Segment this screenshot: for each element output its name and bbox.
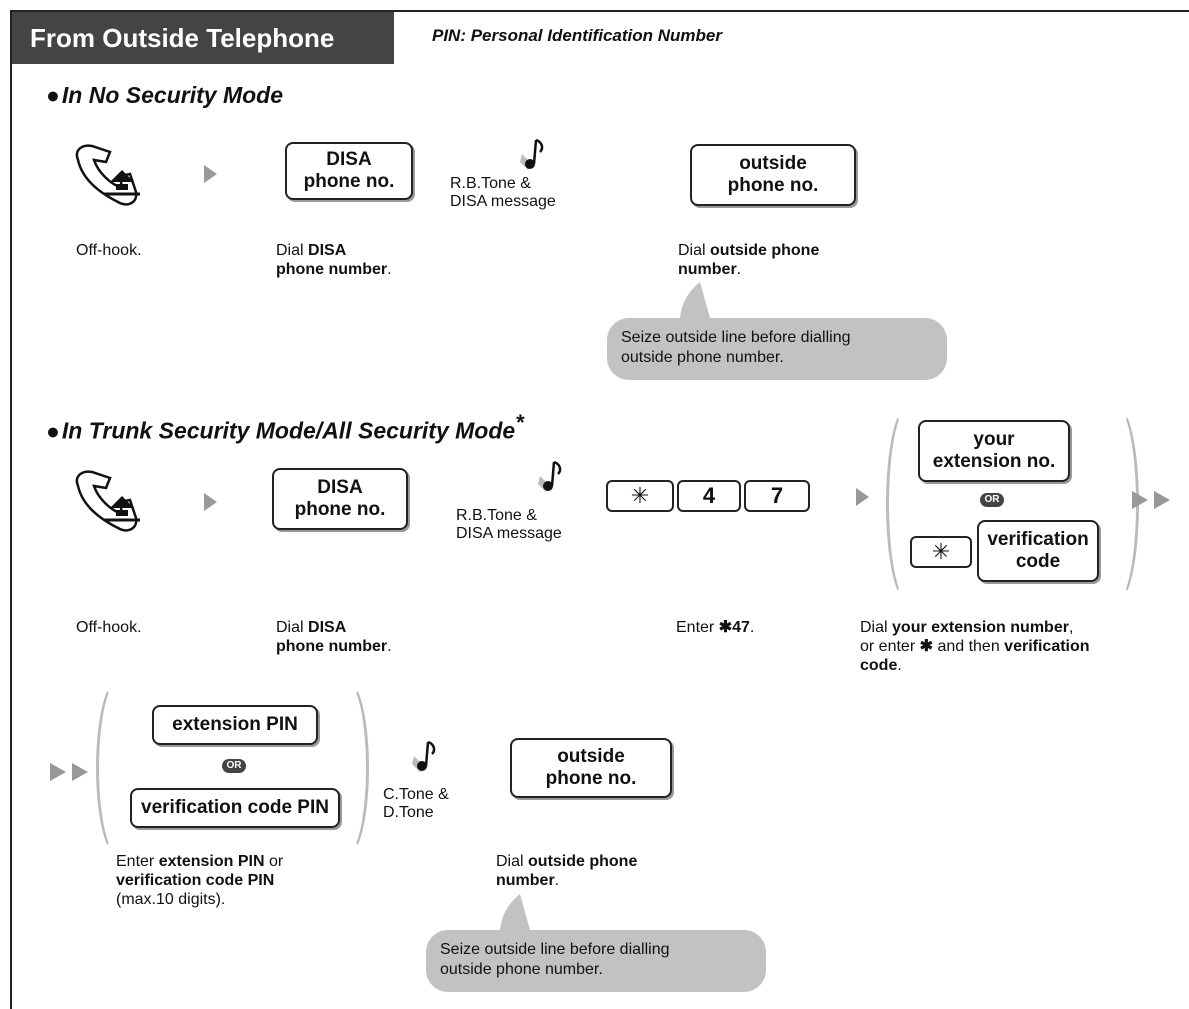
digit-4-key: 4 xyxy=(677,480,741,512)
page-title: From Outside Telephone xyxy=(12,12,394,64)
section-title-no-security: ●In No Security Mode xyxy=(46,82,283,108)
bullet-icon: ● xyxy=(46,417,60,444)
caption-enter-star47: Enter ✱47. xyxy=(676,619,755,636)
handset-offhook-icon xyxy=(75,470,140,532)
music-note-tone-icon xyxy=(538,460,562,492)
flow-arrow-icon xyxy=(204,165,217,183)
frame-top-border xyxy=(10,10,1189,12)
flow-arrow-icon xyxy=(204,493,217,511)
pin-note: PIN: Personal Identification Number xyxy=(432,26,722,45)
section-title-trunk-security: ●In Trunk Security Mode/All Security Mod… xyxy=(46,410,524,444)
bubble-tail xyxy=(500,894,530,930)
or-badge: OR xyxy=(980,493,1004,507)
star-key: ✳ xyxy=(606,480,674,512)
caption-dial-disa: Dial DISA phone number. xyxy=(276,242,392,278)
or-badge: OR xyxy=(222,759,246,773)
left-paren xyxy=(96,680,139,856)
caption-dial-extension: Dial your extension number, or enter ✱ a… xyxy=(860,619,1090,674)
continue-double-arrow-icon xyxy=(50,763,88,781)
caption-enter-pin: Enter extension PIN or verification code… xyxy=(116,853,284,908)
footnote-asterisk: * xyxy=(515,410,524,435)
bubble-tail xyxy=(680,282,710,318)
caption-dial-outside: Dial outside phone number. xyxy=(496,853,638,889)
digit-7-key: 7 xyxy=(744,480,810,512)
frame-left-border xyxy=(10,10,12,1009)
caption-dial-outside: Dial outside phone number. xyxy=(678,242,820,278)
caption-offhook: Off-hook. xyxy=(76,242,142,259)
handset-offhook-icon xyxy=(75,144,140,206)
rb-tone-label: R.B.Tone &DISA message xyxy=(450,175,556,210)
bullet-icon: ● xyxy=(46,82,60,108)
c-d-tone-label: C.Tone &D.Tone xyxy=(383,786,449,821)
extension-pin-key: extension PIN xyxy=(152,705,318,745)
right-paren xyxy=(326,680,369,856)
music-note-tone-icon xyxy=(412,740,436,772)
flow-arrow-icon xyxy=(856,488,869,506)
verification-code-pin-key: verification code PIN xyxy=(130,788,340,828)
continue-double-arrow-icon xyxy=(1132,491,1170,509)
left-paren xyxy=(886,406,929,602)
star-key: ✳ xyxy=(910,536,972,568)
caption-offhook: Off-hook. xyxy=(76,619,142,636)
caption-dial-disa: Dial DISA phone number. xyxy=(276,619,392,655)
rb-tone-label: R.B.Tone &DISA message xyxy=(456,507,562,542)
music-note-tone-icon xyxy=(520,138,544,170)
